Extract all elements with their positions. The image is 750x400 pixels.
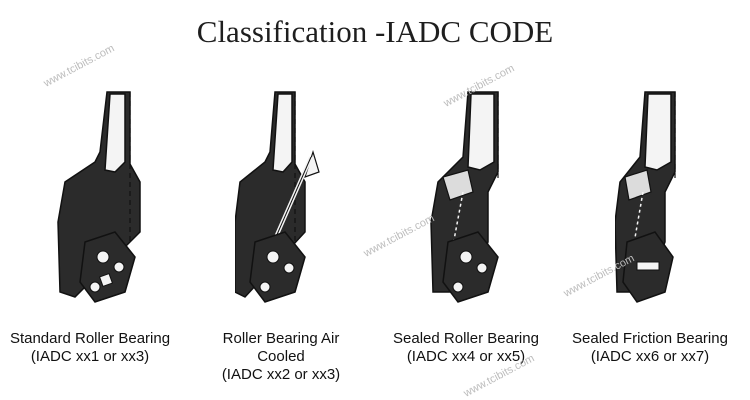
- caption-standard-roller: Standard Roller Bearing (IADC xx1 or xx3…: [9, 330, 171, 365]
- caption-air-cooled: Roller Bearing Air Cooled (IADC xx2 or x…: [221, 330, 341, 383]
- bearing-diagram-standard-roller: [55, 82, 205, 312]
- bearing-diagram-sealed-roller: [428, 82, 578, 312]
- caption-sealed-roller: Sealed Roller Bearing (IADC xx4 or xx5): [393, 330, 539, 365]
- caption-sealed-friction: Sealed Friction Bearing (IADC xx6 or xx7…: [572, 330, 728, 365]
- bearing-diagram-sealed-friction: [615, 82, 750, 312]
- diagram-title: Classification -IADC CODE: [196, 14, 554, 49]
- bearing-diagram-air-cooled: [235, 82, 385, 312]
